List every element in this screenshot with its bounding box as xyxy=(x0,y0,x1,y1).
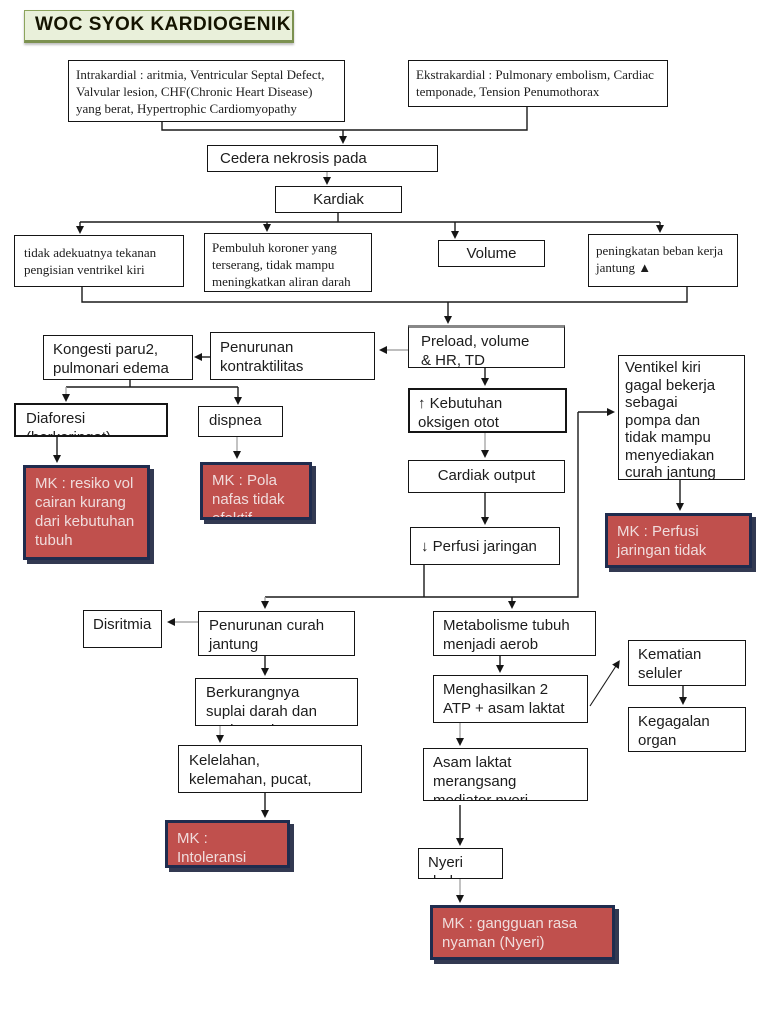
box-penurunan-kontraktilitas: Penurunan kontraktilitas xyxy=(210,332,375,380)
box-asam-laktat: Asam laktat merangsang mediator nyeri xyxy=(423,748,588,801)
box-preload: Preload, volume & HR, TD xyxy=(408,325,565,368)
box-kelelahan: Kelelahan, kelemahan, pucat, xyxy=(178,745,362,793)
box-berkurang-suplai: Berkurangnya suplai darah dan O2 ke otak xyxy=(195,678,358,726)
box-pembuluh-koroner: Pembuluh koroner yang terserang, tidak m… xyxy=(204,233,372,292)
mk-box-intoleransi: MK : Intoleransi xyxy=(165,820,290,868)
box-perfusi-jaringan: ↓ Perfusi jaringan xyxy=(410,527,560,565)
box-nyeri-dada: Nyeri dada xyxy=(418,848,503,879)
box-penurunan-curah: Penurunan curah jantung xyxy=(198,611,355,656)
box-menghasilkan-atp: Menghasilkan 2 ATP + asam laktat xyxy=(433,675,588,723)
box-disritmia: Disritmia xyxy=(83,610,162,648)
box-kebutuhan-oksigen: ↑ Kebutuhan oksigen otot xyxy=(408,388,567,433)
box-kegagalan-organ: Kegagalan organ xyxy=(628,707,746,752)
box-cardiak-output: Cardiak output xyxy=(408,460,565,493)
box-kematian-seluler: Kematian seluler xyxy=(628,640,746,686)
box-beban-kerja-jantung: peningkatan beban kerja jantung ▲ xyxy=(588,234,738,287)
box-ekstrakardial: Ekstrakardial : Pulmonary embolism, Card… xyxy=(408,60,668,107)
mk-box-gangguan-nyaman: MK : gangguan rasa nyaman (Nyeri) xyxy=(430,905,615,960)
box-ventikel-kiri: Ventikel kiri gagal bekerja sebagai pomp… xyxy=(618,355,745,480)
box-kongesti-paru: Kongesti paru2, pulmonari edema xyxy=(43,335,193,380)
mk-box-perfusi-jaringan: MK : Perfusi jaringan tidak xyxy=(605,513,752,568)
box-kardiak: Kardiak xyxy=(275,186,402,213)
box-intrakardial: Intrakardial : aritmia, Ventricular Sept… xyxy=(68,60,345,122)
mk-box-resiko-vol-cairan: MK : resiko vol cairan kurang dari kebut… xyxy=(23,465,150,560)
box-cedera-nekrosis: Cedera nekrosis pada xyxy=(207,145,438,172)
page-title: WOC SYOK KARDIOGENIK xyxy=(24,10,294,43)
box-volume-darah: Volume darah xyxy=(438,240,545,267)
box-diaforesi: Diaforesi (berkeringat) xyxy=(14,403,168,437)
box-dispnea: dispnea xyxy=(198,406,283,437)
mk-box-pola-nafas: MK : Pola nafas tidak efektif xyxy=(200,462,312,520)
box-metabolisme: Metabolisme tubuh menjadi aerob xyxy=(433,611,596,656)
box-tekanan-pengisian: tidak adekuatnya tekanan pengisian ventr… xyxy=(14,235,184,287)
